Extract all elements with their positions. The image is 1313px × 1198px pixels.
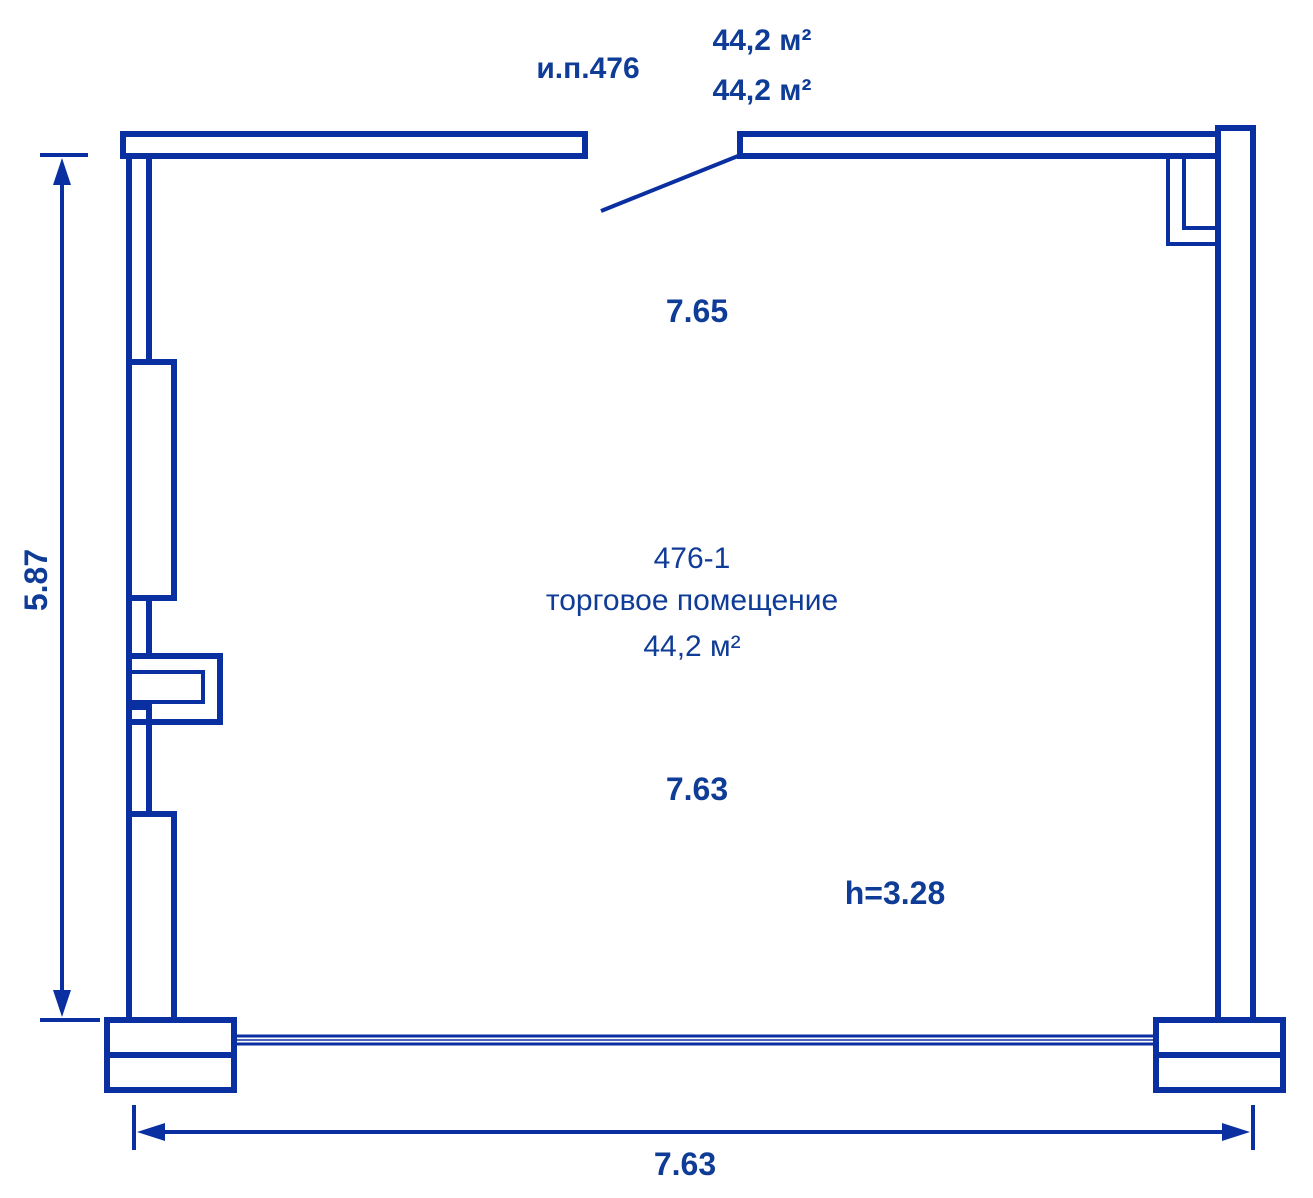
room-area: 44,2 м² bbox=[643, 630, 740, 663]
left-dim-arrow-top bbox=[53, 158, 71, 185]
right-duct-inner bbox=[1182, 154, 1220, 230]
left-column-upper bbox=[126, 359, 177, 601]
bottom-left-pillar-base bbox=[104, 1052, 237, 1093]
door-leaf bbox=[600, 154, 739, 213]
top-wall-left bbox=[120, 131, 588, 159]
ceiling-height: h=3.28 bbox=[845, 875, 946, 911]
unit-id-label: и.п.476 bbox=[536, 52, 639, 85]
left-column-lower bbox=[126, 811, 177, 1023]
room-id: 476-1 bbox=[654, 542, 731, 575]
left-dimension bbox=[40, 153, 100, 1022]
top-inner-dimension: 7.65 bbox=[666, 293, 728, 329]
header-area-1: 44,2 м² bbox=[713, 24, 812, 57]
bottom-dimension bbox=[132, 1105, 1255, 1150]
left-outer-dimension: 5.87 bbox=[18, 549, 54, 611]
bottom-outer-dimension: 7.63 bbox=[654, 1146, 716, 1182]
right-duct-outer bbox=[1166, 154, 1220, 246]
room-name: торговое помещение bbox=[546, 584, 838, 617]
bottom-left-pillar-top bbox=[104, 1017, 237, 1058]
right-wall bbox=[1215, 125, 1256, 1023]
left-wall-upper bbox=[126, 153, 152, 365]
walls bbox=[104, 125, 1286, 1093]
header-area-2: 44,2 м² bbox=[713, 74, 812, 107]
top-wall-right bbox=[737, 131, 1221, 159]
bottom-right-pillar-top bbox=[1153, 1017, 1286, 1058]
bottom-right-pillar-base bbox=[1153, 1052, 1286, 1093]
left-dim-arrow-bottom bbox=[53, 990, 71, 1017]
bottom-dim-arrow-right bbox=[1222, 1123, 1250, 1141]
left-wall-mid bbox=[126, 595, 152, 659]
left-niche-outer bbox=[126, 653, 223, 725]
bottom-inner-dimension: 7.63 bbox=[666, 771, 728, 807]
left-niche-inner bbox=[127, 670, 205, 704]
bottom-dim-arrow-left bbox=[137, 1123, 165, 1141]
